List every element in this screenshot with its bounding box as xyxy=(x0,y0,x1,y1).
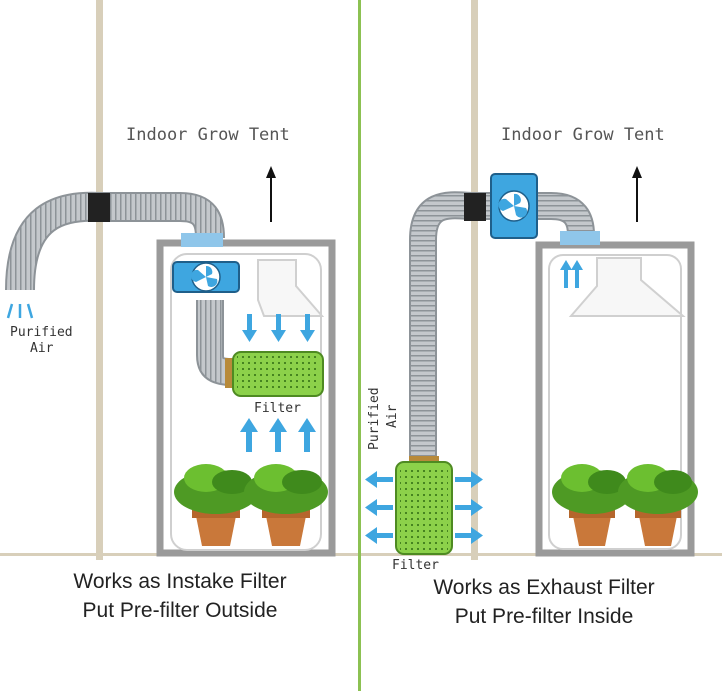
wall-collar xyxy=(88,193,110,222)
caption-line-2: Put Pre-filter Inside xyxy=(454,605,634,628)
caption-line-1: Works as Exhaust Filter xyxy=(433,576,655,599)
air-arrow-icon xyxy=(240,418,316,452)
caption-line-1: Works as Instake Filter xyxy=(73,570,287,593)
exhaust-diagram xyxy=(361,0,722,560)
fan-icon xyxy=(490,173,538,239)
intake-filter-panel: Indoor Grow Tent Purified Air Filter Wor… xyxy=(0,0,358,622)
wall xyxy=(96,0,103,560)
panel-divider xyxy=(358,0,361,691)
plant-icon xyxy=(244,464,328,546)
fan-icon xyxy=(172,261,240,293)
tent-label: Indoor Grow Tent xyxy=(126,125,290,145)
tent-port xyxy=(181,233,223,247)
plant-icon xyxy=(174,464,258,546)
purified-air-label: Purified xyxy=(367,387,382,450)
plant-icon xyxy=(618,464,698,546)
caption-line-2: Put Pre-filter Outside xyxy=(82,599,278,622)
plant-icon xyxy=(552,464,632,546)
purified-air-label-2: Air xyxy=(385,404,400,428)
air-arrow-icon xyxy=(6,303,34,319)
tent-inner xyxy=(548,254,682,550)
hood xyxy=(257,259,325,317)
carbon-filter-icon xyxy=(225,351,324,397)
hood xyxy=(568,257,686,317)
intake-diagram xyxy=(0,0,358,560)
tent-port xyxy=(560,231,600,245)
purified-air-label-2: Air xyxy=(30,341,54,356)
tent-inner xyxy=(170,253,322,551)
tent-label: Indoor Grow Tent xyxy=(501,125,665,145)
wall-collar xyxy=(464,193,486,221)
filter-label: Filter xyxy=(254,401,301,416)
wall xyxy=(471,0,478,560)
purified-air-label: Purified xyxy=(10,325,73,340)
carbon-filter-icon xyxy=(395,456,453,555)
air-arrow-icon xyxy=(242,314,315,342)
air-arrow-icon xyxy=(365,471,483,544)
filter-label: Filter xyxy=(392,558,439,573)
air-arrow-icon xyxy=(560,260,583,288)
exhaust-filter-panel: Indoor Grow Tent Purified Air Filter Wor… xyxy=(361,0,722,691)
